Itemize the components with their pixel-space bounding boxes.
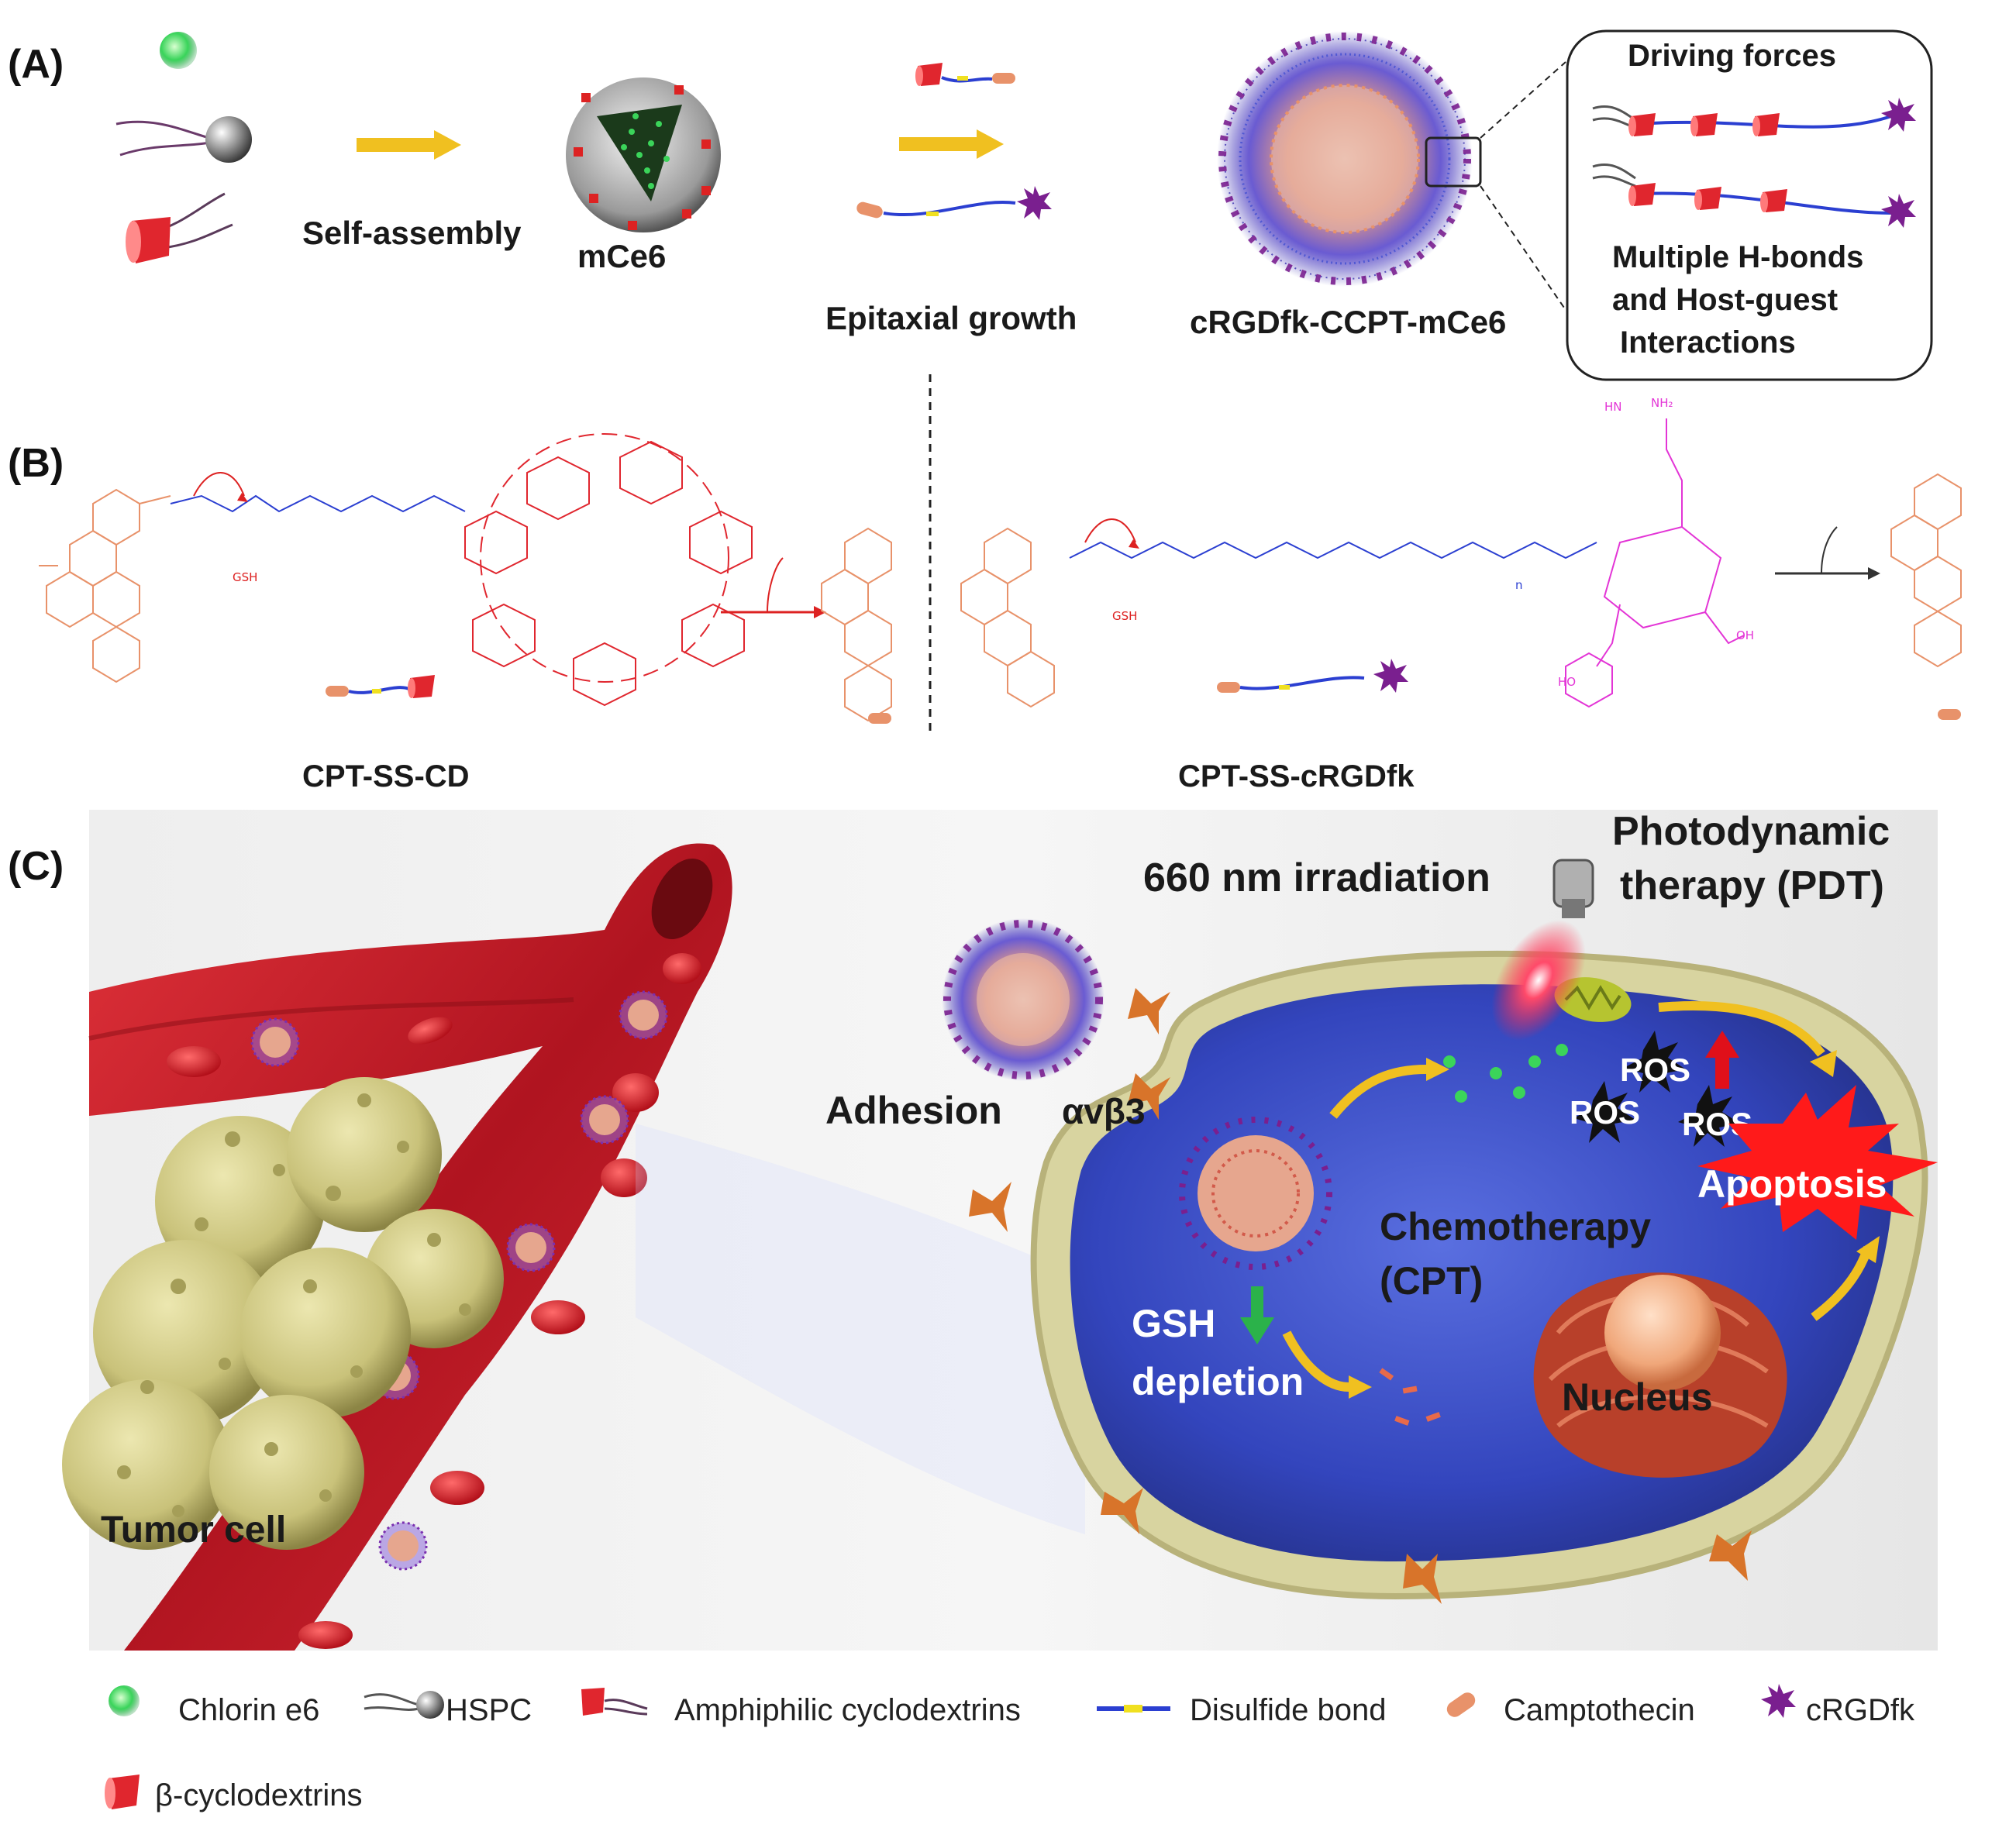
cpt-pill-left xyxy=(868,713,891,724)
legend-chlorin-e6-icon xyxy=(109,1685,140,1716)
ros-label-2: ROS xyxy=(1570,1094,1640,1131)
n-subscript: n xyxy=(1515,578,1523,592)
legend-crgdfk-icon xyxy=(1761,1684,1796,1718)
mce6-label: mCe6 xyxy=(577,238,666,274)
amphiphilic-cd-icon xyxy=(126,192,233,263)
gsh-label: GSH xyxy=(1132,1302,1215,1345)
adhesion-label: Adhesion xyxy=(825,1089,1002,1132)
cpt-ss-cd-label: CPT-SS-CD xyxy=(302,759,470,793)
cpt-ss-crgdfk-label: CPT-SS-cRGDfk xyxy=(1178,759,1415,793)
chemotherapy-label: Chemotherapy xyxy=(1380,1205,1651,1248)
pathway-arrowheads xyxy=(1349,1050,1880,1399)
apoptosis-label: Apoptosis xyxy=(1697,1162,1887,1206)
tumor-cell-label: Tumor cell xyxy=(101,1509,286,1551)
nucleus xyxy=(1533,1272,1787,1478)
cpt-pill-right xyxy=(1938,709,1961,720)
zoom-cone xyxy=(636,1124,1085,1534)
legend-amphiphilic-cd: Amphiphilic cyclodextrins xyxy=(674,1693,1021,1727)
legend-camptothecin-icon xyxy=(1446,1692,1476,1717)
cpt-ss-crgdfk-small-icon xyxy=(1217,659,1408,693)
legend-amphiphilic-cd-icon xyxy=(581,1688,648,1716)
objective-lens-icon xyxy=(1552,859,1594,918)
ho-chem: HO xyxy=(1558,675,1576,689)
disulfide-linker-left xyxy=(170,472,466,513)
integrin-label: αvβ3 xyxy=(1062,1091,1146,1131)
driving-text-3: Interactions xyxy=(1620,325,1796,360)
red-blood-cells xyxy=(167,953,701,1649)
self-assembly-label: Self-assembly xyxy=(302,215,522,251)
integrin-receptors xyxy=(969,988,1752,1604)
epitaxial-growth-label: Epitaxial growth xyxy=(825,300,1077,336)
mce6-sphere xyxy=(566,77,721,232)
nh2-chem: NH₂ xyxy=(1651,396,1673,410)
gsh-chem-left: GSH xyxy=(233,570,257,584)
arrow-self-assembly xyxy=(357,130,461,160)
ros-bursts xyxy=(1573,1031,1740,1147)
crgdfk-structure xyxy=(1565,418,1745,708)
cpt-structure-left xyxy=(39,488,171,683)
cpt-ss-cd-icon xyxy=(915,63,1015,86)
nanoparticle-label: cRGDfk-CCPT-mCe6 xyxy=(1190,304,1506,340)
irradiation-label: 660 nm irradiation xyxy=(1143,855,1490,900)
zoom-line-top xyxy=(1480,61,1566,139)
pdt-label-2: therapy (PDT) xyxy=(1620,863,1884,908)
gsh-down-arrow xyxy=(1240,1286,1274,1344)
peg-linker-right xyxy=(1069,518,1597,559)
release-arrow-right xyxy=(1775,526,1880,580)
legend-disulfide: Disulfide bond xyxy=(1190,1693,1387,1727)
cpt-structure-right xyxy=(960,527,1055,708)
cpt-structure-released-left xyxy=(821,527,892,722)
legend-hspc-icon xyxy=(364,1691,444,1719)
ros-label-1: ROS xyxy=(1620,1052,1690,1088)
cpt-structure-released-right xyxy=(1890,473,1962,668)
ros-increase-arrow xyxy=(1705,1031,1739,1089)
legend-beta-cd-icon xyxy=(105,1775,140,1809)
adhering-nanoparticle xyxy=(942,918,1104,1081)
crgdfk-ccpt-mce6-nanoparticle xyxy=(1217,31,1473,287)
laser-beam xyxy=(1491,920,1586,1041)
cpt-ss-cd-small-icon xyxy=(326,675,435,698)
chlorin-e6-icon xyxy=(160,32,197,69)
legend-hspc: HSPC xyxy=(446,1693,532,1727)
nucleus-label: Nucleus xyxy=(1562,1375,1713,1419)
arrow-epitaxial xyxy=(899,129,1004,159)
legend-crgdfk: cRGDfk xyxy=(1806,1693,1915,1727)
zoom-box xyxy=(1425,136,1482,188)
cpt-label: (CPT) xyxy=(1380,1259,1483,1303)
hspc-icon xyxy=(115,116,252,163)
pdt-label-1: Photodynamic xyxy=(1612,809,1890,854)
legend: Chlorin e6 HSPC Amphiphilic cyclodextrin… xyxy=(105,1684,1915,1812)
tumor-cells xyxy=(62,1077,504,1550)
apoptosis-burst xyxy=(1697,1085,1938,1240)
released-ce6-dots xyxy=(1443,1044,1568,1103)
panel-a-letter: (A) xyxy=(8,42,64,87)
legend-disulfide-icon xyxy=(1097,1705,1170,1713)
driving-text-2: and Host-guest xyxy=(1612,283,1838,317)
nh-chem: HN xyxy=(1604,400,1622,414)
cpt-ss-crgdfk-icon xyxy=(856,186,1052,220)
internalized-nanoparticle xyxy=(1179,1117,1332,1270)
legend-beta-cd: β-cyclodextrins xyxy=(155,1778,363,1812)
released-cpt-dashes xyxy=(1379,1368,1441,1426)
oh-chem: OH xyxy=(1736,628,1754,642)
driving-forces-box xyxy=(1566,29,1933,381)
release-arrow-left xyxy=(721,557,826,618)
zoom-line-bottom xyxy=(1480,185,1566,311)
driving-text-1: Multiple H-bonds xyxy=(1612,240,1863,274)
depletion-label: depletion xyxy=(1132,1360,1304,1403)
driving-forces-title: Driving forces xyxy=(1628,39,1836,73)
panel-c-letter: (C) xyxy=(8,844,64,889)
legend-chlorin-e6: Chlorin e6 xyxy=(178,1693,319,1727)
cyclodextrin-ring xyxy=(464,433,753,707)
legend-camptothecin: Camptothecin xyxy=(1504,1693,1695,1727)
panel-b-letter: (B) xyxy=(8,441,64,486)
gsh-chem-right: GSH xyxy=(1112,609,1137,623)
